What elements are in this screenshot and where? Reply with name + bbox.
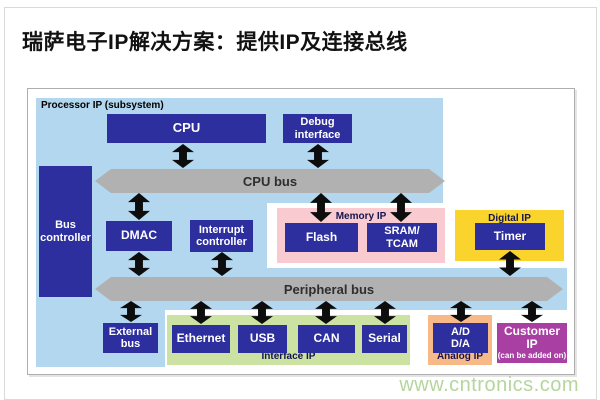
cpu-block: CPU	[107, 114, 266, 143]
sram-tcam-block: SRAM/ TCAM	[367, 223, 437, 252]
interface-ip-label: Interface IP	[261, 351, 316, 362]
customer-ip-block: Customer IP (can be added on)	[497, 323, 567, 363]
debug-interface-block: Debug interface	[283, 114, 352, 143]
can-block: CAN	[298, 325, 355, 353]
arrow-peripheralbus-serial-icon	[374, 301, 396, 324]
dmac-block: DMAC	[106, 221, 172, 251]
arrow-peripheralbus-ethernet-icon	[190, 301, 212, 324]
arrow-cpubus-sram-icon	[390, 193, 412, 222]
external-bus-block: External bus	[103, 323, 158, 353]
timer-block: Timer	[475, 223, 545, 250]
memory-ip-label: Memory IP	[335, 211, 387, 222]
arrow-peripheralbus-adda-icon	[450, 301, 472, 322]
arrow-dmac-peripheralbus-icon	[128, 252, 150, 276]
cpu-bus-bar: CPU bus	[95, 169, 445, 193]
interrupt-controller-block: Interrupt controller	[190, 220, 253, 252]
arrow-cpu-cpubus-icon	[172, 144, 194, 168]
arrow-peripheralbus-externalbus-icon	[120, 301, 142, 322]
watermark-text: www.cntronics.com	[399, 374, 579, 396]
arrow-cpubus-flash-icon	[310, 193, 332, 222]
arrow-peripheralbus-can-icon	[315, 301, 337, 324]
ad-da-block: A/D D/A	[433, 323, 488, 353]
processor-ip-subsystem-label: Processor IP (subsystem)	[41, 100, 164, 111]
ethernet-block: Ethernet	[172, 325, 230, 353]
usb-block: USB	[238, 325, 287, 353]
peripheral-bus-bar: Peripheral bus	[95, 277, 563, 301]
page-title: 瑞萨电子IP解决方案：提供IP及连接总线	[22, 31, 408, 54]
bus-controller-block: Bus controller	[39, 166, 92, 297]
arrow-peripheralbus-usb-icon	[251, 301, 273, 324]
serial-block: Serial	[362, 325, 407, 353]
arrow-timer-peripheralbus-icon	[499, 251, 521, 276]
arrow-interrupt-peripheralbus-icon	[211, 252, 233, 276]
customer-ip-note: (can be added on)	[497, 351, 567, 361]
flash-block: Flash	[285, 223, 358, 252]
analog-ip-label: Analog IP	[436, 351, 484, 362]
arrow-peripheralbus-customer-icon	[521, 301, 543, 322]
arrow-debug-cpubus-icon	[307, 144, 329, 168]
arrow-cpubus-dmac-icon	[128, 193, 150, 220]
digital-ip-label: Digital IP	[488, 213, 531, 224]
customer-ip-label: Customer IP	[503, 324, 560, 352]
